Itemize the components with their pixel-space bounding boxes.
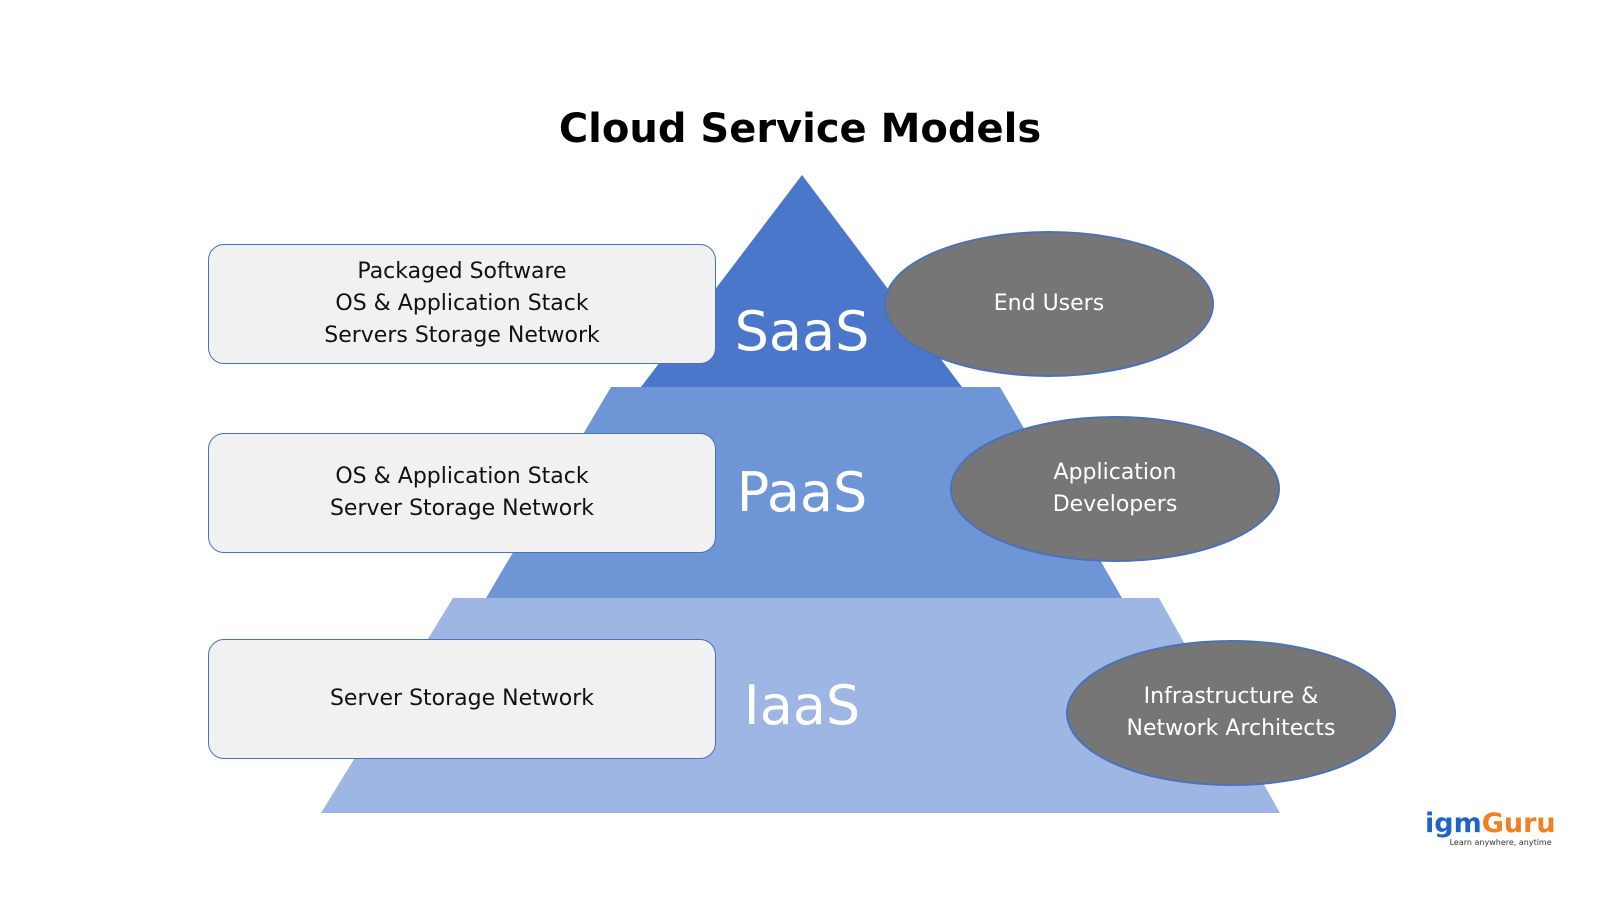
paas-components-box: OS & Application Stack Server Storage Ne…	[208, 433, 716, 553]
tier-label-iaas: IaaS	[744, 674, 860, 737]
paas-audience-line: Application	[1053, 460, 1177, 485]
paas-component-line: Server Storage Network	[329, 496, 595, 521]
paas-audience-text: Application Developers	[951, 417, 1279, 561]
tier-label-paas: PaaS	[737, 461, 868, 524]
saas-audience-line: End Users	[993, 291, 1105, 316]
saas-audience-text: End Users	[885, 232, 1213, 376]
iaas-audience-line: Network Architects	[1126, 716, 1336, 741]
logo-tagline: Learn anywhere, anytime	[1449, 838, 1552, 847]
ellipse-paas-audience	[950, 416, 1280, 562]
paas-component-line: OS & Application Stack	[335, 464, 589, 489]
iaas-audience-line: Infrastructure &	[1143, 684, 1319, 709]
pyramid-tier-saas	[641, 175, 962, 387]
igmguru-logo: igmGuru Learn anywhere, anytime	[1425, 808, 1556, 848]
logo-brand-part1: igm	[1425, 808, 1482, 839]
logo-brand-part2: Guru	[1481, 808, 1556, 839]
tier-label-saas: SaaS	[735, 300, 870, 363]
iaas-components-box: Server Storage Network	[208, 639, 716, 759]
diagram-title: Cloud Service Models	[558, 106, 1042, 152]
ellipse-saas-audience	[884, 231, 1214, 377]
ellipse-iaas-audience	[1066, 640, 1396, 786]
saas-component-line: Servers Storage Network	[324, 323, 600, 348]
iaas-audience-text: Infrastructure & Network Architects	[1067, 641, 1395, 785]
saas-component-line: Packaged Software	[357, 259, 567, 284]
saas-component-line: OS & Application Stack	[335, 291, 589, 316]
paas-audience-line: Developers	[1052, 492, 1178, 517]
saas-components-box: Packaged Software OS & Application Stack…	[208, 244, 716, 364]
iaas-component-line: Server Storage Network	[329, 686, 595, 711]
